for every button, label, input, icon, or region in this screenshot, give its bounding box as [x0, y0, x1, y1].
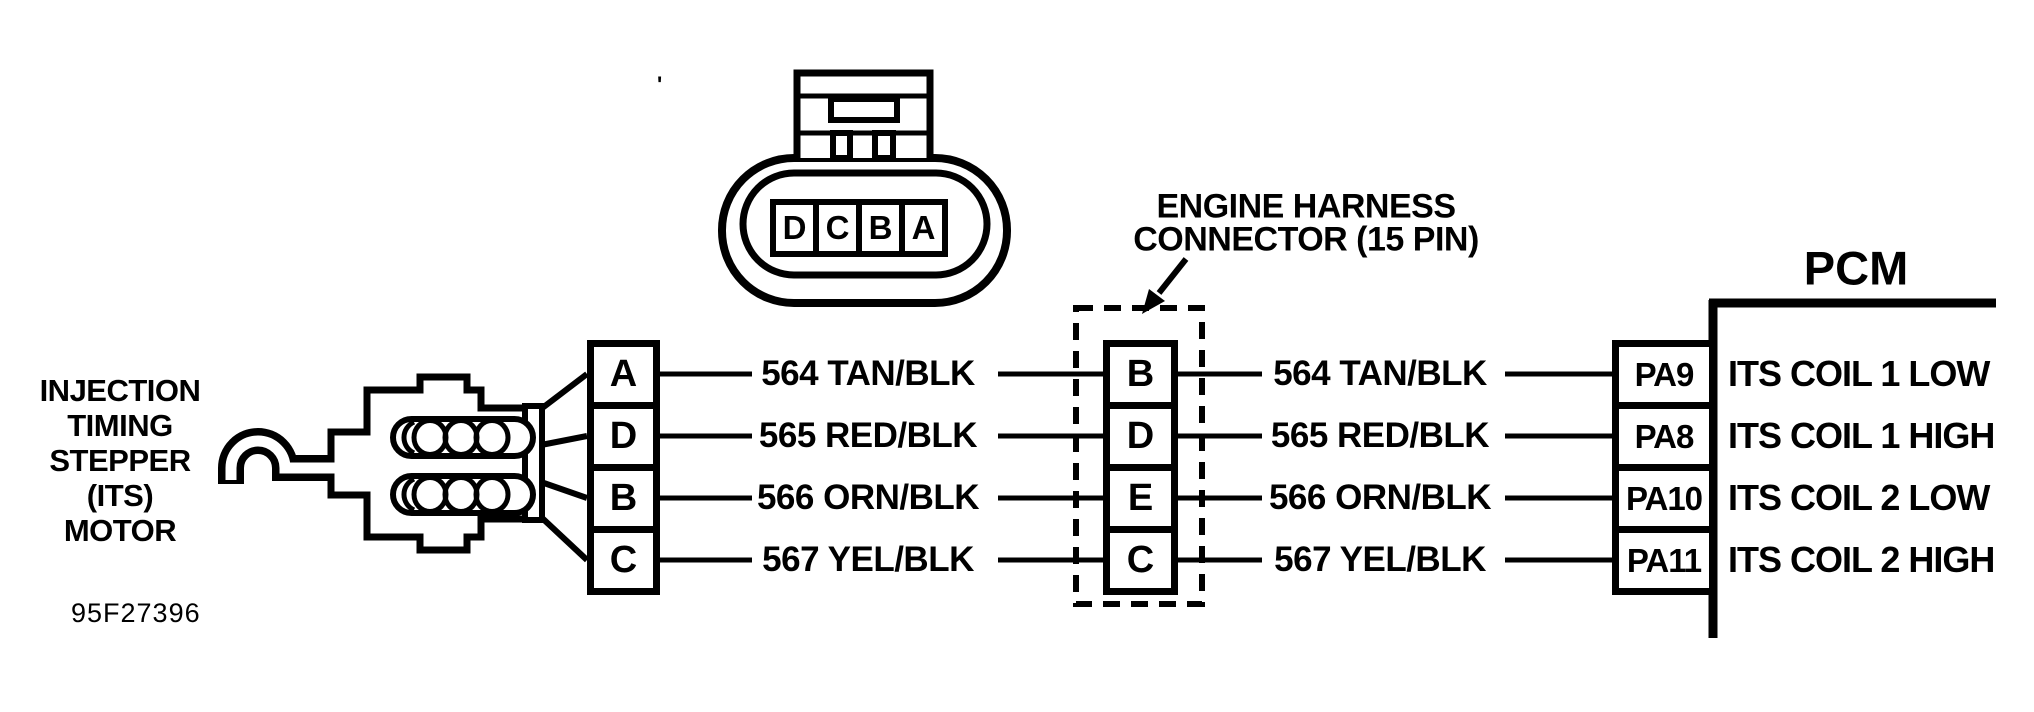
harness-arrowhead-icon: [1142, 289, 1165, 314]
wire-label-567-right: 567 YEL/BLK: [1274, 540, 1486, 579]
lead-line-c: [538, 514, 590, 563]
motor-pin-d: D: [587, 402, 660, 471]
connector-tab-window: [828, 96, 900, 123]
harness-pin-c: C: [1103, 526, 1178, 595]
lead-line-b: [540, 479, 588, 501]
coil-2-turn-arc: [401, 476, 416, 513]
pcm-pin-pa9: PA9: [1612, 340, 1716, 409]
lead-line-a: [539, 371, 589, 412]
connector-face-inner: [739, 169, 991, 279]
coil-2-turn: [473, 475, 511, 514]
wire-label-565-left: 565 RED/BLK: [758, 416, 978, 455]
motor-body: [327, 373, 531, 554]
coil-1-turn-arc: [401, 419, 416, 456]
wire-label-564-right: 564 TAN/BLK: [1273, 354, 1487, 393]
harness-pin-b: B: [1103, 340, 1178, 409]
pcm-function-coil2-high: ITS COIL 2 HIGH: [1728, 539, 1995, 580]
harness-label-line1: ENGINE HARNESS: [1156, 187, 1456, 226]
connector-face-pin-row: D C B A: [770, 199, 948, 257]
face-pin-d: D: [770, 199, 819, 257]
pcm-function-coil1-high: ITS COIL 1 HIGH: [1728, 415, 1995, 456]
motor-pin-b: B: [587, 464, 660, 533]
wire-label-567-left: 567 YEL/BLK: [762, 540, 974, 579]
pcm-pin-pa11: PA11: [1612, 526, 1716, 595]
motor-title-line: TIMING: [67, 408, 173, 443]
motor-title: INJECTION TIMING STEPPER (ITS) MOTOR: [40, 373, 201, 548]
connector-tab: [793, 69, 934, 158]
motor-title-line: INJECTION: [39, 373, 201, 408]
pcm-function-coil1-low: ITS COIL 1 LOW: [1728, 353, 1990, 394]
harness-arrow-line: [1156, 257, 1189, 295]
harness-pin-e: E: [1103, 464, 1178, 533]
motor-title-line: (ITS): [86, 478, 154, 513]
wire-label-566-right: 566 ORN/BLK: [1268, 478, 1492, 517]
connector-tab-slot: [830, 130, 853, 161]
figure-code: 95F27396: [71, 598, 201, 628]
motor-title-line: MOTOR: [63, 513, 177, 548]
wire-label-566-left: 566 ORN/BLK: [756, 478, 980, 517]
pcm-title: PCM: [1803, 241, 1909, 295]
motor-hook-channel: [225, 435, 345, 480]
harness-dashed-box: [1073, 305, 1205, 607]
pcm-pin-pa8: PA8: [1612, 402, 1716, 471]
motor-pin-c: C: [587, 526, 660, 595]
coil-1-turn: [473, 418, 511, 457]
face-pin-b: B: [856, 199, 905, 257]
face-pin-a: A: [899, 199, 948, 257]
motor-title-line: STEPPER: [49, 443, 191, 478]
motor-pin-a: A: [587, 340, 660, 409]
wire-label-564-left: 564 TAN/BLK: [761, 354, 975, 393]
stray-mark: ': [657, 72, 663, 97]
pcm-function-coil2-low: ITS COIL 2 LOW: [1728, 477, 1990, 518]
face-pin-c: C: [813, 199, 862, 257]
lead-line-d: [540, 433, 588, 448]
connector-tab-slot: [872, 130, 896, 161]
harness-label-line2: CONNECTOR (15 PIN): [1133, 220, 1479, 259]
wire-label-565-right: 565 RED/BLK: [1270, 416, 1490, 455]
harness-pin-d: D: [1103, 402, 1178, 471]
pcm-pin-pa10: PA10: [1612, 464, 1716, 533]
